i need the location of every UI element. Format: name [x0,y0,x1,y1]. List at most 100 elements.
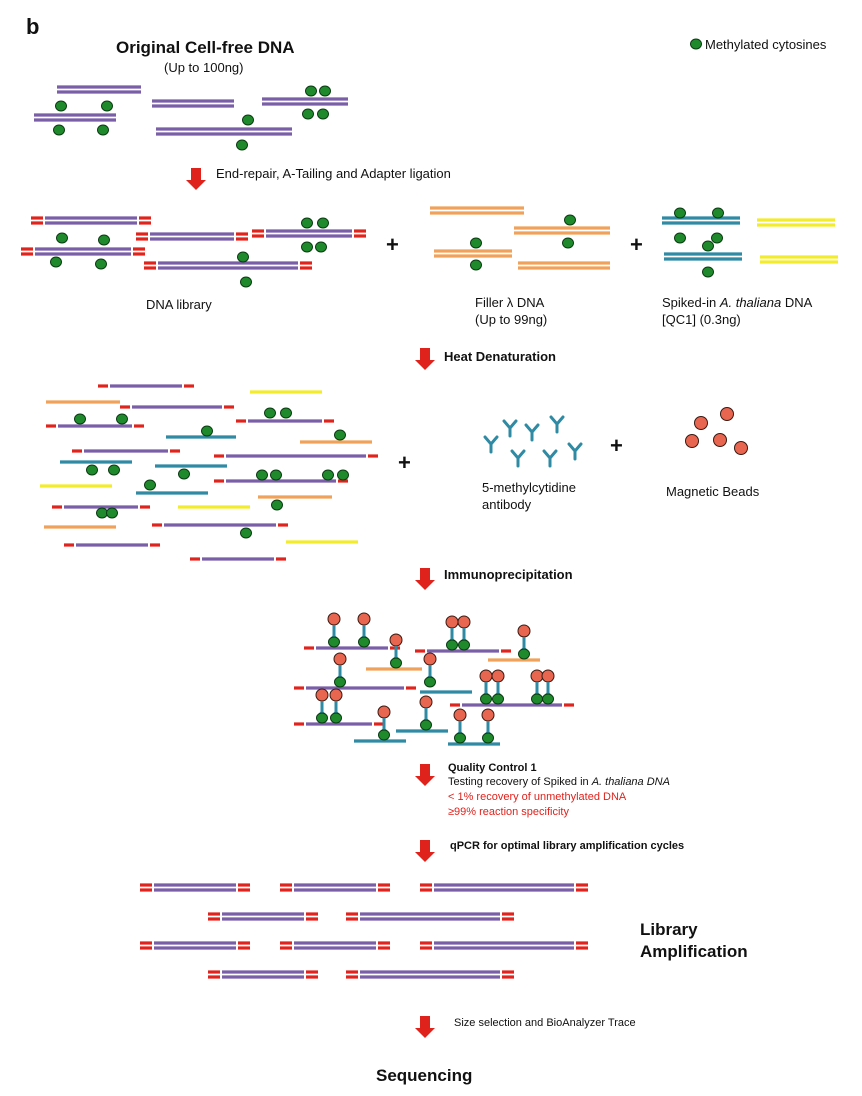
methyl-cytosine-icon [330,712,342,724]
methyl-cytosine-icon [470,259,482,271]
methyl-cytosine-icon [236,139,248,151]
antibody-icon [567,442,583,461]
methyl-cytosine-icon [264,407,276,419]
antibody-shape [549,415,565,434]
antibody-icon [524,423,540,442]
methyl-cytosine-icon [301,241,313,253]
methyl-cytosine-icon [201,425,213,437]
methyl-cytosine-icon [358,636,370,648]
methyl-cytosine-icon [322,469,334,481]
plus-sign: + [386,232,399,257]
magnetic-bead-icon [713,433,727,447]
methyl-cytosine-icon [96,507,108,519]
magnetic-bead-icon [333,652,347,666]
antibody-icon [502,419,518,438]
methyl-cytosine-icon [50,256,62,268]
methyl-cytosine-icon [302,108,314,120]
qc-line1: Testing recovery of Spiked in A. thalian… [448,776,670,788]
plus-sign: + [630,232,643,257]
methyl-cytosine-icon [337,469,349,481]
methyl-cytosine-icon [116,413,128,425]
beads-label: Magnetic Beads [666,484,760,499]
magnetic-bead-icon [720,407,734,421]
methyl-cytosine-icon [711,232,723,244]
methyl-cytosine-icon [328,636,340,648]
magnetic-bead-icon [530,669,544,683]
step-heat-denaturation-label: Heat Denaturation [444,349,556,364]
methyl-cytosine-icon [97,124,109,136]
methyl-cytosine-icon [458,639,470,651]
step-immunoprecipitation-label: Immunoprecipitation [444,567,573,582]
spiked-prefix: Spiked-in [662,295,720,310]
methyl-cytosine-icon [674,232,686,244]
methyl-cytosine-icon [316,712,328,724]
methyl-cytosine-icon [256,469,268,481]
qc-line3: ≥99% reaction specificity [448,806,569,818]
antibody-shape [510,449,526,468]
methyl-cytosine-icon [108,464,120,476]
original-cfdna-subtitle: (Up to 100ng) [164,60,244,75]
methyl-cytosine-icon [98,234,110,246]
qc-line2: < 1% recovery of unmethylated DNA [448,791,627,803]
methyl-cytosine-icon [106,507,118,519]
methyl-cytosine-icon [480,693,492,705]
methyl-cytosine-icon [562,237,574,249]
methyl-cytosine-icon [378,729,390,741]
methyl-cytosine-icon [53,124,65,136]
magnetic-bead-icon [541,669,555,683]
methyl-cytosine-icon [305,85,317,97]
spiked-suffix: DNA [781,295,813,310]
library-amplification-line2: Amplification [640,942,748,961]
magnetic-bead-icon [457,615,471,629]
down-arrow-icon [415,840,435,862]
qc-title: Quality Control 1 [448,762,537,774]
methyl-cytosine-icon [518,648,530,660]
methyl-cytosine-icon [674,207,686,219]
methyl-cytosine-icon [240,527,252,539]
methyl-cytosine-icon [315,241,327,253]
down-arrow-icon [415,568,435,590]
magnetic-bead-icon [329,688,343,702]
dna-library-label: DNA library [146,297,212,312]
antibody-shape [567,442,583,461]
methyl-cytosine-icon [271,499,283,511]
methyl-cytosine-icon [482,732,494,744]
object-layer [50,38,748,1038]
methyl-cytosine-icon [542,693,554,705]
antibody-shape [542,449,558,468]
methyl-cytosine-icon [240,276,252,288]
methyl-cytosine-icon [237,251,249,263]
methyl-cytosine-icon [470,237,482,249]
down-arrow-icon [415,1016,435,1038]
spiked-dna-label: Spiked-in A. thaliana DNA [662,295,812,310]
magnetic-bead-icon [423,652,437,666]
legend-label: Methylated cytosines [705,37,827,52]
methyl-cytosine-icon [390,657,402,669]
qc-line1-species: A. thaliana DNA [591,776,670,788]
panel-letter: b [26,14,40,39]
methyl-cytosine-icon [242,114,254,126]
methyl-cytosine-icon [702,266,714,278]
down-arrow-icon [186,168,206,190]
step-size-selection-label: Size selection and BioAnalyzer Trace [454,1017,636,1029]
methyl-cytosine-icon [270,469,282,481]
antibody-icon [510,449,526,468]
methyl-cytosine-icon [454,732,466,744]
methyl-cytosine-icon [446,639,458,651]
methyl-cytosine-icon [702,240,714,252]
antibody-icon [542,449,558,468]
magnetic-bead-icon [734,441,748,455]
methyl-cytosine-icon [334,429,346,441]
sequencing-label: Sequencing [376,1066,473,1085]
filler-dna-amount: (Up to 99ng) [475,312,548,327]
methyl-cytosine-icon [317,217,329,229]
step-end-repair-label: End-repair, A-Tailing and Adapter ligati… [216,166,451,181]
antibody-label: 5-methylcytidine [482,480,576,495]
methyl-cytosine-icon [95,258,107,270]
magnetic-bead-icon [481,708,495,722]
methyl-cytosine-icon [56,232,68,244]
library-amplification-line1: Library [640,920,698,939]
plus-sign: + [398,450,411,475]
magnetic-bead-icon [694,416,708,430]
